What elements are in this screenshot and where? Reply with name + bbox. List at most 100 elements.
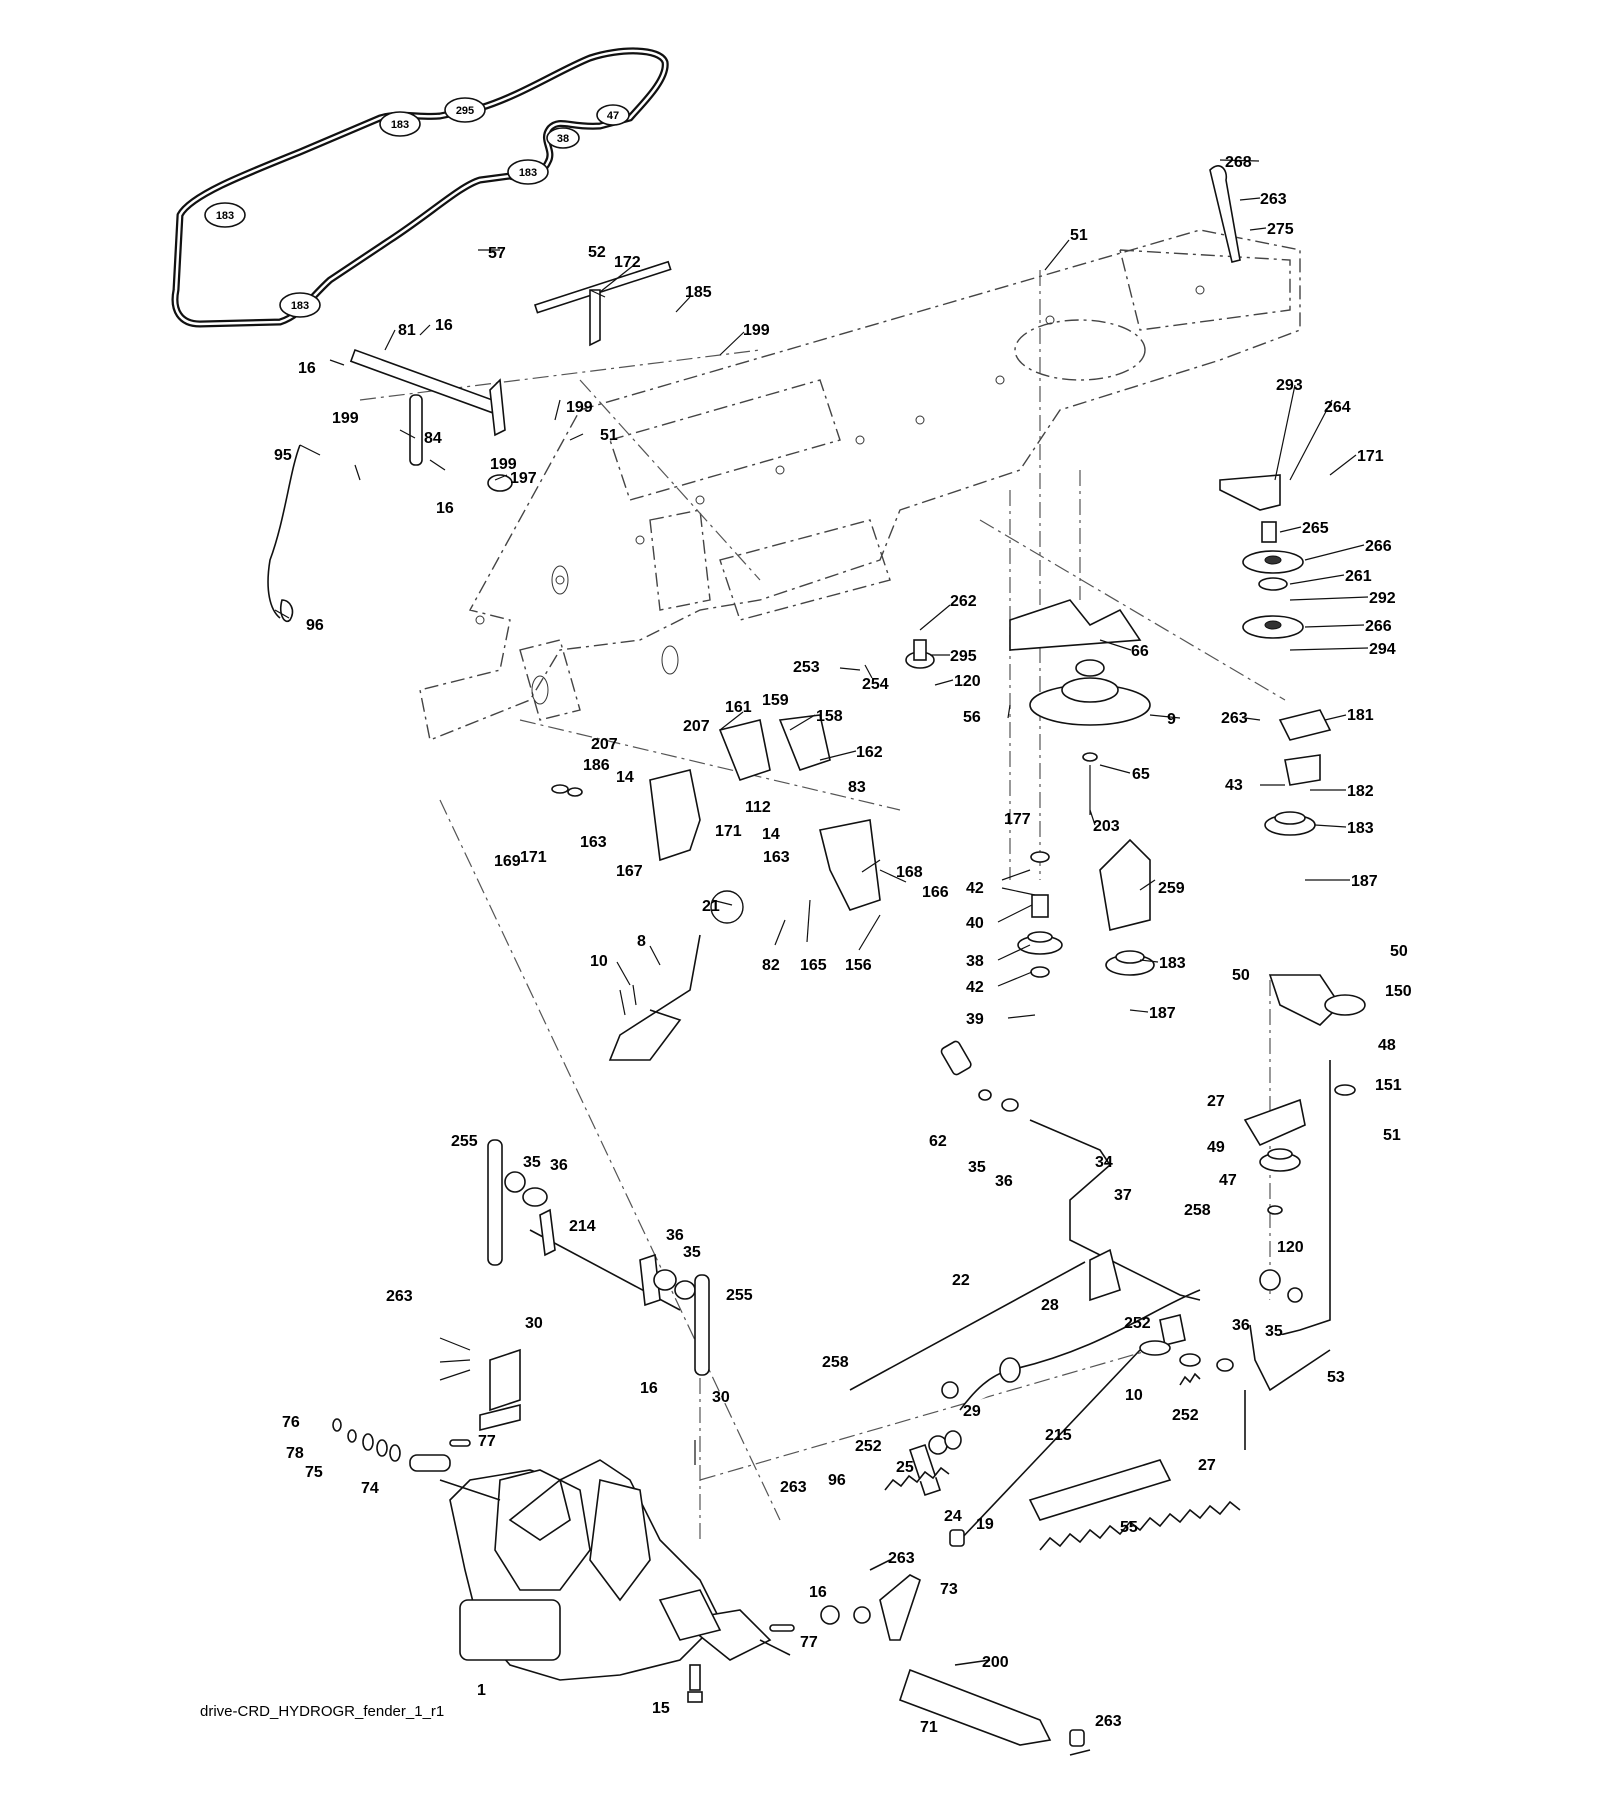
callout-182: 182 <box>1347 783 1374 800</box>
lower-left-plates <box>439 1139 710 1432</box>
right-upper-assembly <box>1209 165 1332 836</box>
callout-112: 112 <box>745 799 771 816</box>
callout-14: 14 <box>616 769 634 786</box>
callout-29: 29 <box>963 1403 981 1420</box>
callout-183: 183 <box>1159 955 1186 972</box>
callout-81: 81 <box>398 322 416 339</box>
callout-52: 52 <box>588 244 606 261</box>
callout-53: 53 <box>1327 1369 1345 1386</box>
callout-42: 42 <box>966 880 984 897</box>
callout-167: 167 <box>616 863 643 880</box>
belt-pulley-7: 183 <box>279 292 321 318</box>
callout-171: 171 <box>520 849 547 866</box>
callout-158: 158 <box>816 708 843 725</box>
callout-16: 16 <box>809 1584 827 1601</box>
callout-268: 268 <box>1225 154 1252 171</box>
callout-169: 169 <box>494 853 521 870</box>
callout-19: 19 <box>976 1516 994 1533</box>
callout-254: 254 <box>862 676 889 693</box>
callout-197: 197 <box>510 470 537 487</box>
callout-95: 95 <box>274 447 292 464</box>
svg-text:183: 183 <box>216 210 234 222</box>
callout-78: 78 <box>286 1445 304 1462</box>
lift-linkage <box>267 260 672 622</box>
callout-35: 35 <box>683 1244 701 1261</box>
callout-96: 96 <box>306 617 324 634</box>
callout-55: 55 <box>1120 1519 1138 1536</box>
callout-38: 38 <box>966 953 984 970</box>
callout-295: 295 <box>950 648 977 665</box>
callout-49: 49 <box>1207 1139 1225 1156</box>
callout-35: 35 <box>523 1154 541 1171</box>
callout-183: 183 <box>1347 820 1374 837</box>
callout-16: 16 <box>436 500 454 517</box>
callout-263: 263 <box>780 1479 807 1496</box>
callout-259: 259 <box>1158 880 1185 897</box>
belt-pulley-3: 47 <box>596 104 630 126</box>
svg-text:183: 183 <box>391 119 409 131</box>
transaxle <box>332 1418 795 1703</box>
callout-84: 84 <box>424 430 442 447</box>
callout-27: 27 <box>1198 1457 1216 1474</box>
callout-161: 161 <box>725 699 752 716</box>
callout-35: 35 <box>968 1159 986 1176</box>
callout-77: 77 <box>800 1634 818 1651</box>
callout-252: 252 <box>1124 1315 1151 1332</box>
callout-24: 24 <box>944 1508 962 1525</box>
callout-265: 265 <box>1302 520 1329 537</box>
callout-255: 255 <box>726 1287 753 1304</box>
callout-57: 57 <box>488 245 506 262</box>
callout-16: 16 <box>298 360 316 377</box>
callout-36: 36 <box>1232 1317 1250 1334</box>
belt-pulleys: 183 295 47 38 183 183 183 <box>204 97 630 318</box>
callout-150: 150 <box>1385 983 1412 1000</box>
callout-77: 77 <box>478 1433 496 1450</box>
callout-172: 172 <box>614 254 641 271</box>
callout-199: 199 <box>566 399 593 416</box>
callout-10: 10 <box>590 953 608 970</box>
callout-39: 39 <box>966 1011 984 1028</box>
callout-253: 253 <box>793 659 820 676</box>
callout-171: 171 <box>715 823 742 840</box>
callout-186: 186 <box>583 757 610 774</box>
callout-264: 264 <box>1324 399 1351 416</box>
callout-162: 162 <box>856 744 883 761</box>
callout-200: 200 <box>982 1654 1009 1671</box>
svg-text:183: 183 <box>291 300 309 312</box>
callout-14: 14 <box>762 826 780 843</box>
callout-48: 48 <box>1378 1037 1396 1054</box>
callout-163: 163 <box>580 834 607 851</box>
callout-10: 10 <box>1125 1387 1143 1404</box>
callout-199: 199 <box>332 410 359 427</box>
callout-labels: 57 52 172 185 199 199 199 199 81 16 16 1… <box>274 154 1412 1736</box>
callout-292: 292 <box>1369 590 1396 607</box>
callout-82: 82 <box>762 957 780 974</box>
callout-36: 36 <box>995 1173 1013 1190</box>
belt-pulley-6: 183 <box>204 202 246 228</box>
belt-pulley-4: 38 <box>546 127 580 149</box>
callout-177: 177 <box>1004 811 1031 828</box>
callout-16: 16 <box>640 1380 658 1397</box>
callout-51: 51 <box>1070 227 1088 244</box>
callout-30: 30 <box>712 1389 730 1406</box>
callout-293: 293 <box>1276 377 1303 394</box>
callout-9: 9 <box>1167 711 1176 728</box>
lower-right-assembly <box>849 974 1366 1547</box>
callout-166: 166 <box>922 884 949 901</box>
callout-76: 76 <box>282 1414 300 1431</box>
callout-21: 21 <box>702 898 720 915</box>
callout-56: 56 <box>963 709 981 726</box>
callout-35: 35 <box>1265 1323 1283 1340</box>
callout-37: 37 <box>1114 1187 1132 1204</box>
callout-181: 181 <box>1347 707 1374 724</box>
callout-73: 73 <box>940 1581 958 1598</box>
callout-25: 25 <box>896 1459 914 1476</box>
callout-62: 62 <box>929 1133 947 1150</box>
belt-pulley-2: 295 <box>444 97 486 123</box>
callout-74: 74 <box>361 1480 379 1497</box>
svg-text:47: 47 <box>607 110 619 122</box>
callout-34: 34 <box>1095 1154 1113 1171</box>
svg-text:295: 295 <box>456 105 474 117</box>
callout-66: 66 <box>1131 643 1149 660</box>
